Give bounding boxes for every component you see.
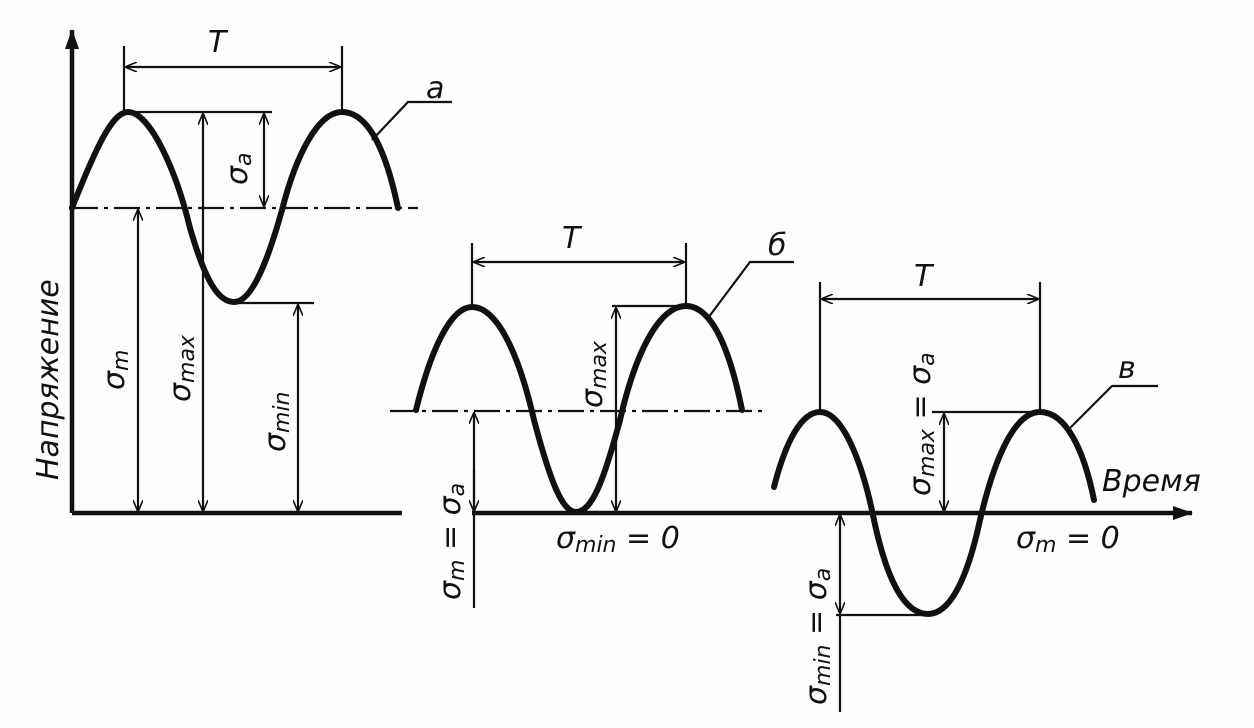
curve-a-amplitude-label: σa <box>220 153 257 186</box>
curve-a-tag: а <box>426 71 444 106</box>
curve-b-tag: б <box>768 228 787 263</box>
curve-b-min-label: σmin = 0 <box>556 521 680 558</box>
curve-a-min-label: σmin <box>258 391 295 452</box>
curve-a-group: T σa σm σmax σmin а <box>69 25 452 511</box>
curve-b <box>413 303 745 515</box>
axes: Напряжение Время <box>31 29 1201 520</box>
curve-c-min-label: σmin = σa <box>799 568 836 705</box>
curve-c-tag-leader <box>1067 384 1158 431</box>
curve-b-max-label: σmax <box>575 340 612 408</box>
curve-b-group: T σmax σm = σa σmin = 0 б <box>390 221 794 608</box>
curve-c-tag: в <box>1118 351 1136 386</box>
curve-c-group: T σmax = σa σmin = σa σm = 0 в <box>771 259 1158 712</box>
x-axis-title: Время <box>1102 464 1201 499</box>
curve-a-period-label: T <box>208 25 229 60</box>
curve-a-max-label: σmax <box>163 334 200 402</box>
curve-b-mean-label: σm = σa <box>433 483 470 600</box>
curve-c-mean-label: σm = 0 <box>1016 521 1120 558</box>
curve-b-tag-leader <box>707 260 794 319</box>
curve-a-mean-label: σm <box>97 350 134 390</box>
y-axis-title: Напряжение <box>31 279 66 480</box>
curve-c-period-label: T <box>914 259 935 294</box>
curve-c-max-label: σmax = σa <box>903 352 940 496</box>
curve-a-tag-leader <box>371 100 452 141</box>
curve-b-period-label: T <box>562 221 583 256</box>
